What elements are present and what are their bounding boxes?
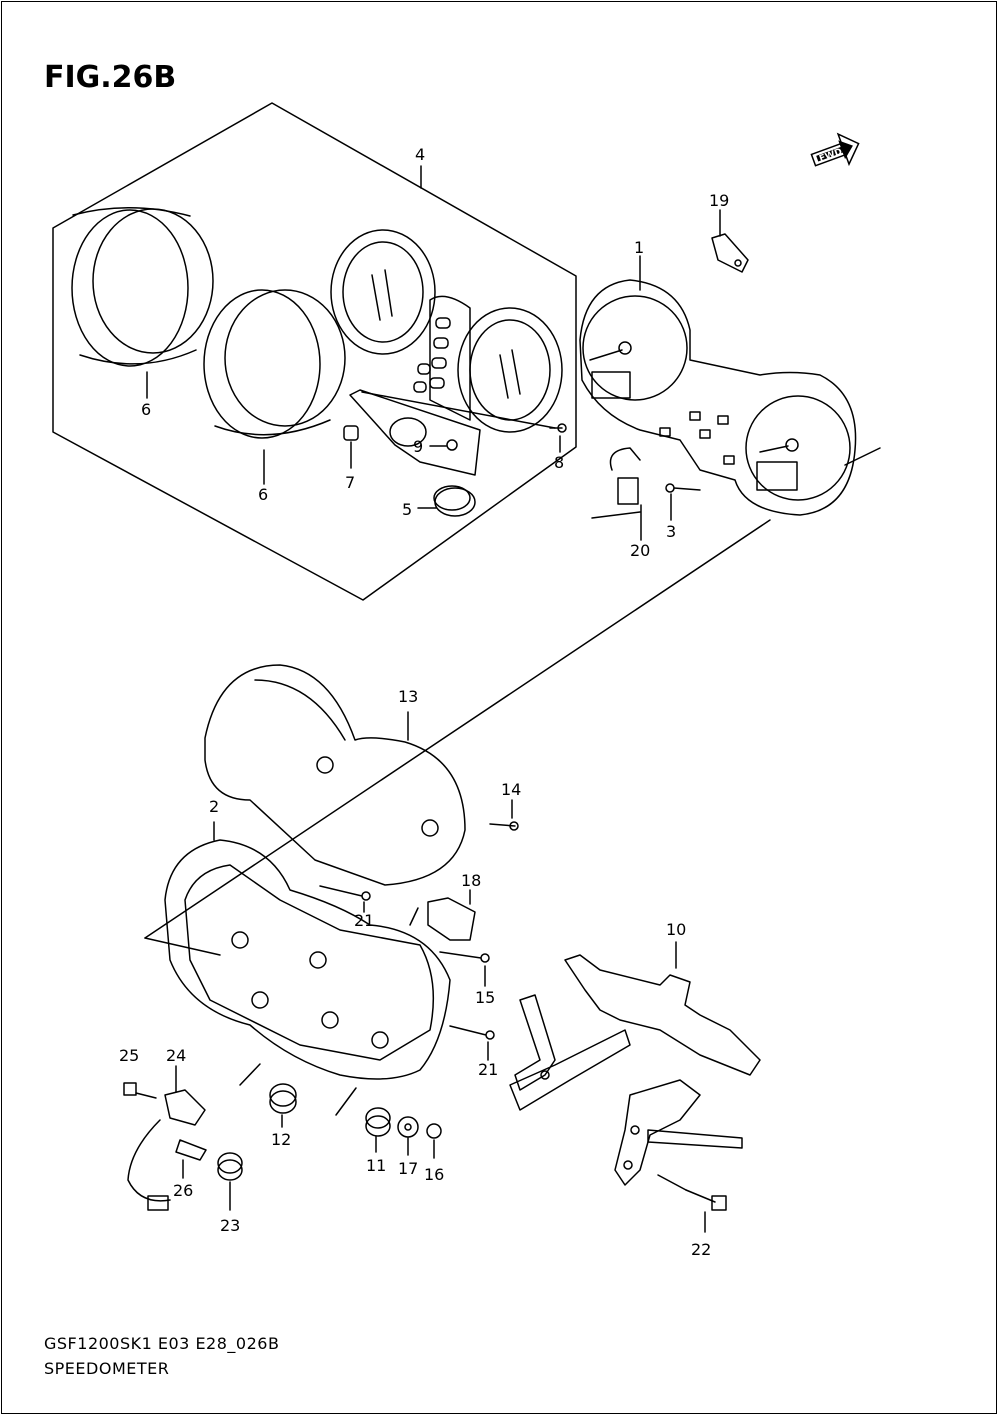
screw-14 [489,799,519,831]
label-7: 7 [345,473,355,492]
section-name: SPEEDOMETER [44,1359,170,1378]
rim-ring-6-large [71,207,214,367]
label-26: 26 [173,1181,193,1200]
front-plate [349,389,481,476]
grommet-11 [335,1087,391,1153]
assembly-4-outline [52,102,577,601]
label-2: 2 [209,797,219,816]
socket-24 [127,1065,206,1211]
label-16: 16 [424,1165,444,1184]
figure-title: FIG.26B [44,60,177,95]
label-20: 20 [630,541,650,560]
bulb-26 [175,1139,207,1179]
label-22: 22 [691,1240,711,1259]
fwd-arrow-icon: FWD [810,132,860,167]
label-4: 4 [415,145,425,164]
screw-25 [123,1082,157,1099]
indicator-panel [413,295,471,421]
label-10: 10 [666,920,686,939]
case-lower-2 [164,821,451,1080]
label-6b: 6 [258,485,268,504]
label-6a: 6 [141,400,151,419]
nut-16 [426,1123,442,1159]
connector-18 [409,889,476,941]
bulb-23 [217,1152,243,1211]
bezel-left [330,229,436,355]
cap-5 [417,485,476,517]
label-14: 14 [501,780,521,799]
screw-3 [665,483,701,521]
label-1: 1 [634,238,644,257]
screw-8 [549,423,567,453]
label-17: 17 [398,1159,418,1178]
label-3: 3 [666,522,676,541]
screw-15 [439,951,490,987]
screw-9 [429,439,458,451]
label-24: 24 [166,1046,186,1065]
bracket-10 [509,941,761,1186]
label-25: 25 [119,1046,139,1065]
label-11: 11 [366,1156,386,1175]
grommet-12 [239,1063,297,1128]
screw-21-lower [449,1025,495,1061]
label-21a: 21 [354,911,374,930]
label-23: 23 [220,1216,240,1235]
label-18: 18 [461,871,481,890]
screw-21-upper [319,885,371,913]
fwd-label: FWD [818,147,844,164]
label-21b: 21 [478,1060,498,1079]
rim-ring-6-small [203,289,346,439]
label-5: 5 [402,500,412,519]
case-upper-13 [204,664,466,886]
gauge-board-1 [579,255,857,516]
washer-17 [397,1116,419,1156]
grommet-7 [343,425,359,469]
clip-19 [711,209,749,273]
plate-hole [389,417,427,447]
part-labels: 4 6 6 7 9 5 8 1 19 3 20 13 14 2 18 21 10… [119,145,729,1259]
label-15: 15 [475,988,495,1007]
label-12: 12 [271,1130,291,1149]
model-code: GSF1200SK1 E03 E28_026B [44,1334,280,1353]
label-13: 13 [398,687,418,706]
label-9: 9 [413,437,423,456]
label-19: 19 [709,191,729,210]
label-8: 8 [554,453,564,472]
harness-20 [591,447,642,541]
bolt-22 [657,1174,727,1233]
